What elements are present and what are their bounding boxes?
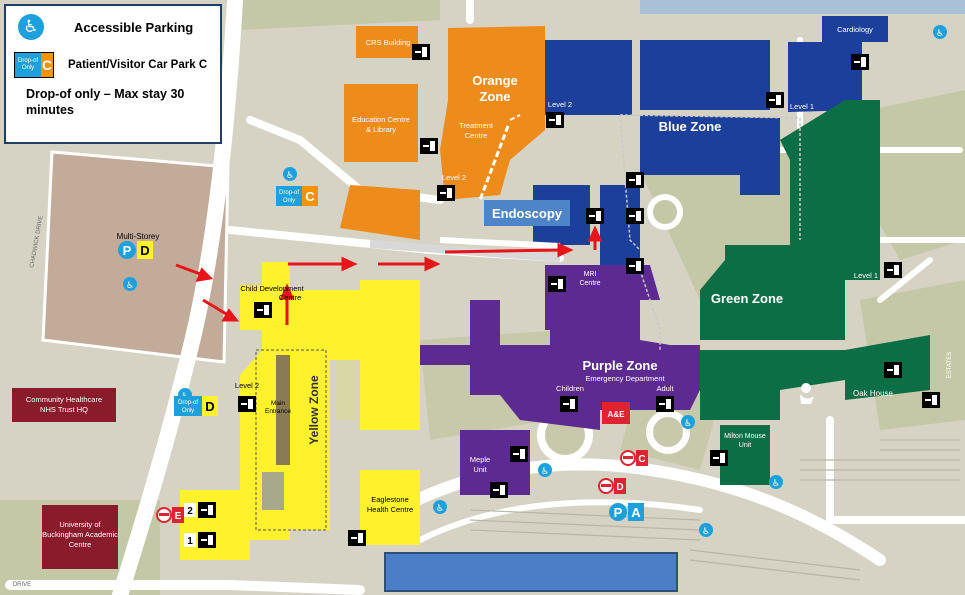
education-centre-label: Education Centre& Library — [352, 115, 410, 134]
level-1-label-blue: Level 1 — [790, 102, 814, 111]
multi-storey-label: Multi-Storey — [117, 232, 160, 241]
svg-text:♿: ♿ — [541, 466, 549, 476]
emergency-department-label: Emergency Department — [585, 374, 665, 383]
children-label: Children — [556, 384, 584, 393]
level-2-label-orange: Level 2 — [442, 173, 466, 182]
map-legend: ♿ Accessible Parking Drop-of Only C Pati… — [4, 4, 222, 144]
duck-icon — [800, 383, 814, 404]
multi-storey-car-park — [41, 150, 230, 364]
svg-text:C: C — [638, 454, 645, 465]
svg-text:Drop-of: Drop-of — [279, 190, 299, 196]
entrance-markers — [198, 44, 940, 548]
svg-text:E: E — [175, 511, 182, 522]
legend-drop-off-note: Drop-of only – Max stay 30 minutes — [26, 87, 185, 117]
community-healthcare-building — [12, 388, 116, 422]
svg-text:Only: Only — [283, 198, 295, 204]
endoscopy-callout: Endoscopy — [484, 200, 570, 226]
entrance-number-2: 2 — [187, 506, 193, 517]
orange-zone-buildings — [340, 26, 545, 240]
svg-text:A: A — [631, 505, 641, 520]
level-2-label-blue: Level 2 — [548, 100, 572, 109]
bottom-blue-box — [384, 552, 678, 592]
parking-bays — [469, 439, 960, 581]
entrance-number-1: 1 — [187, 536, 193, 547]
green-zone-label: Green Zone — [711, 291, 783, 306]
oak-house-label: Oak House — [853, 389, 894, 398]
svg-text:♿: ♿ — [936, 28, 944, 38]
yellow-zone-buildings — [180, 262, 420, 560]
svg-text:P: P — [123, 243, 132, 258]
svg-text:D: D — [616, 482, 623, 493]
legend-patient-visitor: Patient/Visitor Car Park C — [68, 59, 208, 71]
svg-text:♿: ♿ — [702, 526, 710, 536]
svg-text:♿: ♿ — [126, 280, 134, 290]
svg-text:D: D — [140, 243, 149, 258]
drive-label: DRIVE — [13, 582, 31, 588]
drop-off-badge-c: Drop-of Only C — [276, 186, 318, 206]
estates-label: ESTATES — [947, 352, 953, 378]
purple-zone-label: Purple Zone — [582, 358, 657, 373]
no-entry-badge-d: D — [598, 478, 626, 494]
university-building — [42, 505, 118, 569]
no-entry-badge-c: C — [620, 450, 648, 466]
svg-text:♿: ♿ — [436, 503, 444, 513]
svg-text:D: D — [205, 399, 214, 414]
parking-pa-badge: P A — [609, 503, 644, 521]
blue-zone-buildings — [533, 16, 888, 265]
parking-pd-badge: P D — [118, 241, 153, 259]
cardiology-label: Cardiology — [837, 25, 873, 34]
svg-text:Drop-of: Drop-of — [178, 400, 198, 406]
svg-text:Only: Only — [182, 408, 194, 414]
svg-text:P: P — [614, 505, 623, 520]
wheelchair-icon: ♿ — [18, 14, 44, 40]
level-2-label-yellow: Level 2 — [235, 381, 259, 390]
ae-badge — [602, 402, 630, 424]
route-arrows — [175, 225, 603, 325]
crs-building-label: CRS Building — [366, 38, 411, 47]
legend-accessible-parking: Accessible Parking — [74, 19, 194, 35]
no-entry-badge-e: E — [156, 507, 184, 523]
level-1-label-green: Level 1 — [854, 271, 878, 280]
ae-label: A&E — [608, 410, 626, 419]
svg-text:♿: ♿ — [286, 170, 294, 180]
svg-text:C: C — [305, 189, 315, 204]
drop-off-badge-d: Drop-of Only D — [174, 396, 218, 416]
wheelchair-icon: ♿ ♿ ♿ ♿ ♿ ♿ ♿ ♿ ♿ — [123, 25, 947, 537]
yellow-zone-label: Yellow Zone — [307, 375, 321, 445]
green-zone-buildings — [700, 100, 930, 485]
svg-text:♿: ♿ — [772, 478, 780, 488]
drop-off-badge-icon: Drop-of Only C — [14, 52, 54, 78]
svg-text:♿: ♿ — [684, 418, 692, 428]
blue-zone-label: Blue Zone — [659, 119, 722, 134]
adult-label: Adult — [656, 384, 674, 393]
